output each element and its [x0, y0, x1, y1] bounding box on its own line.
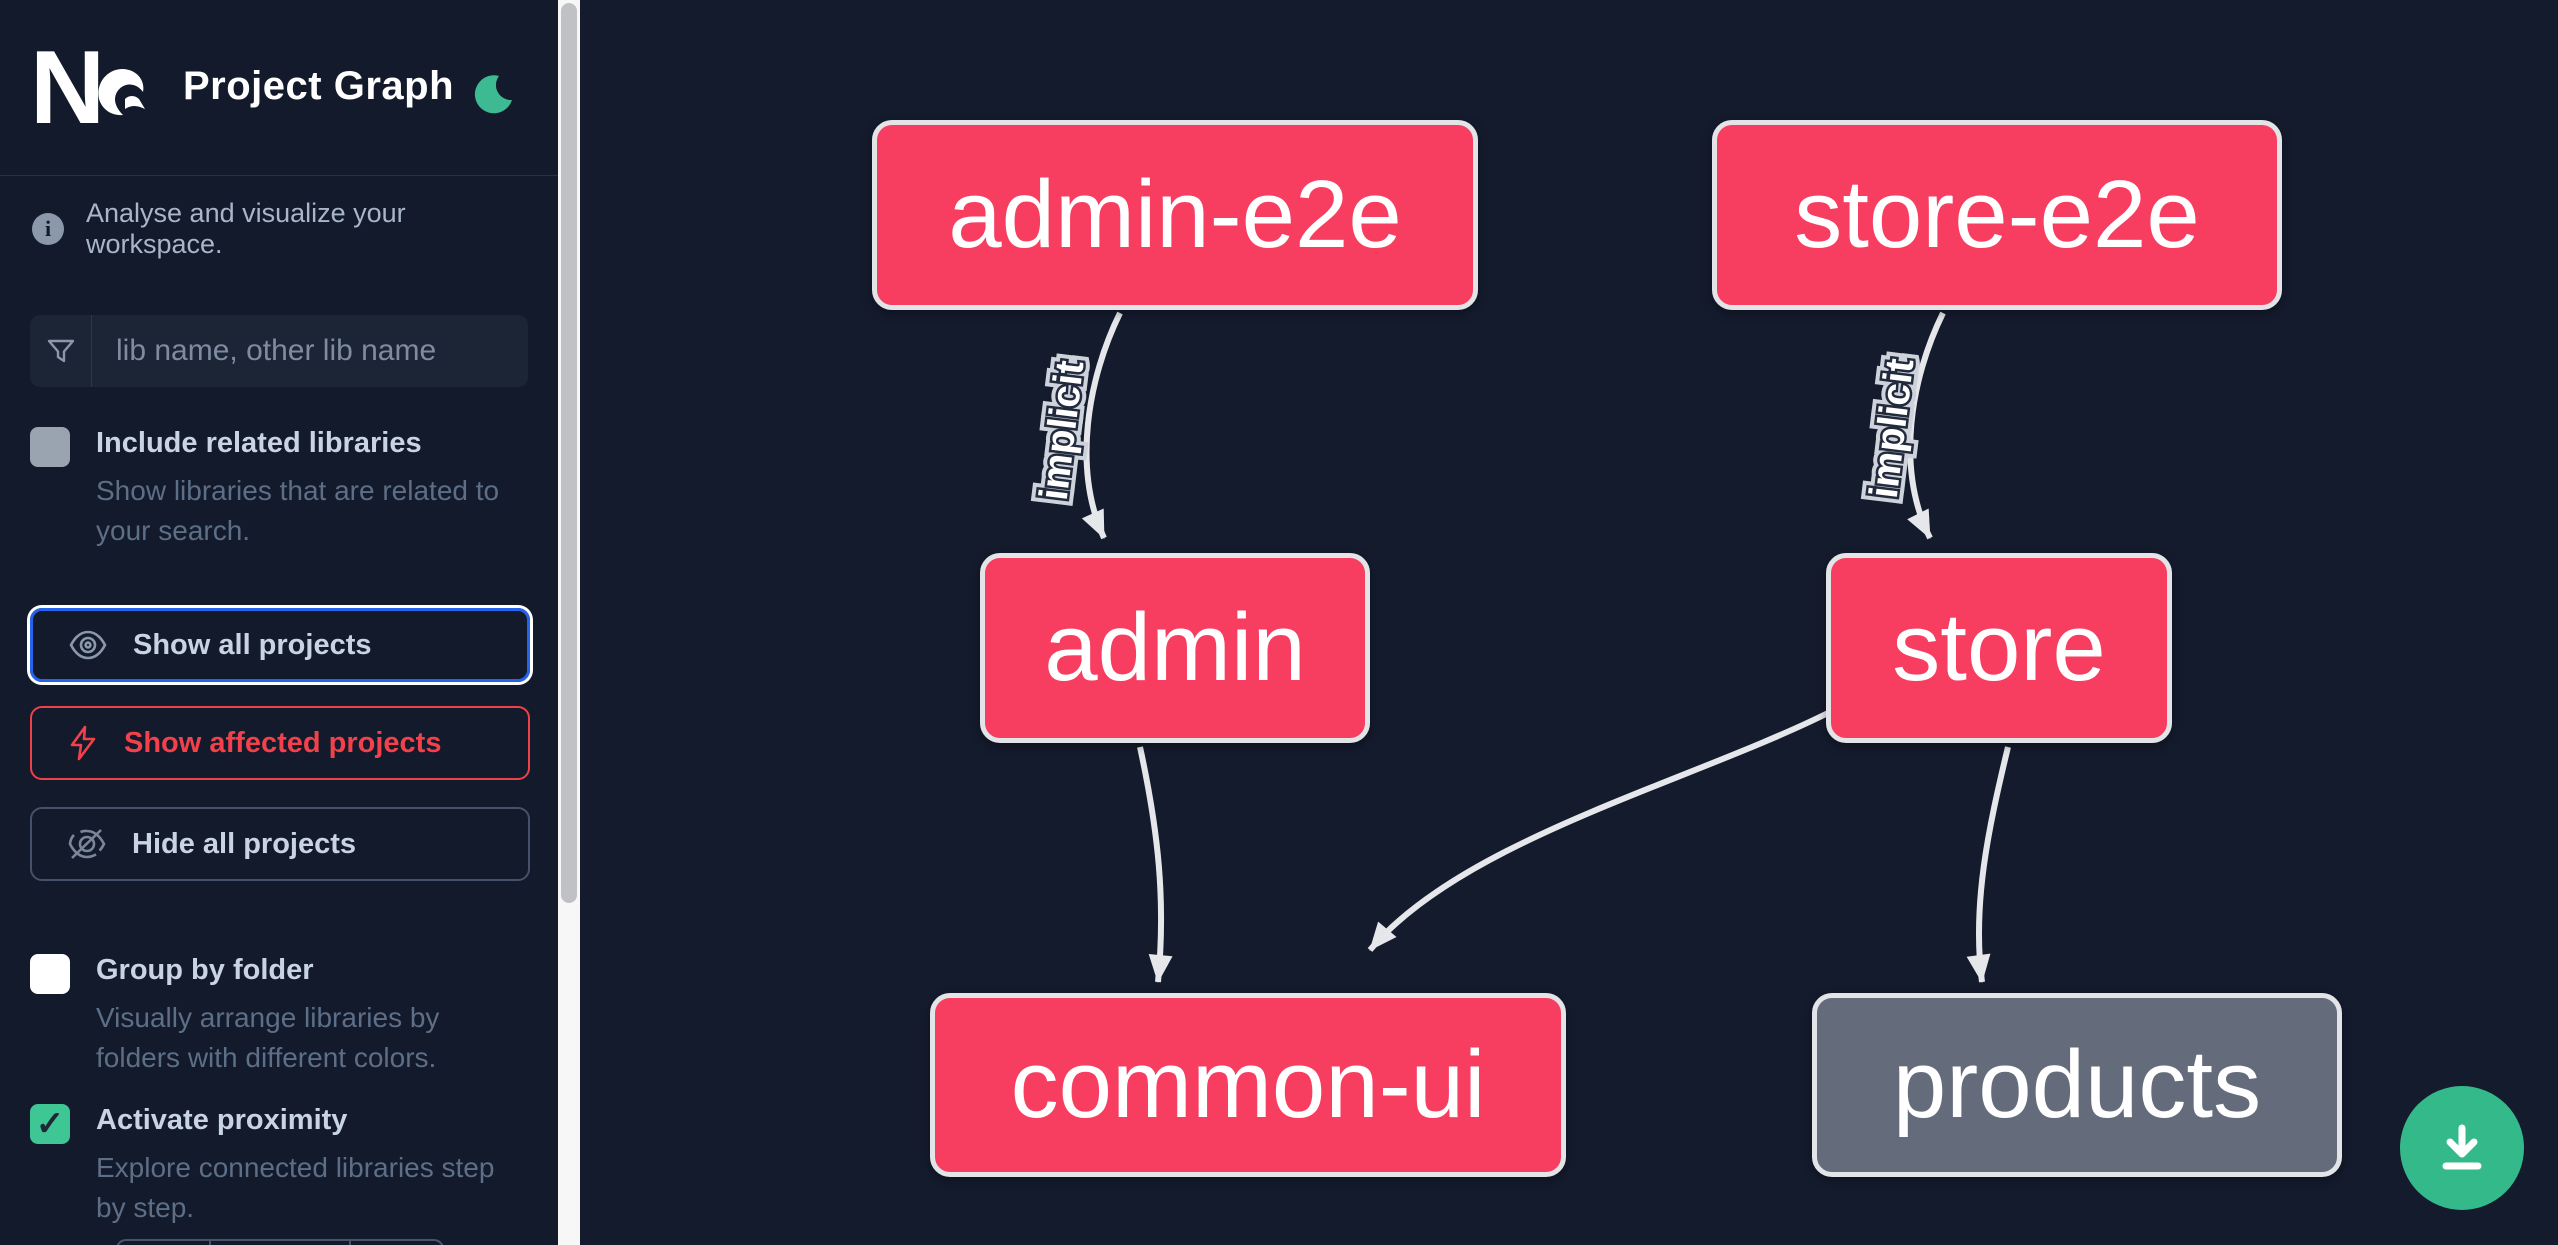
- sidebar-header: N Project Graph: [0, 0, 558, 176]
- eye-icon: [69, 630, 107, 660]
- funnel-icon: [30, 315, 92, 387]
- activate-proximity-checkbox[interactable]: ✓: [30, 1104, 70, 1144]
- download-icon: [2442, 1124, 2482, 1170]
- page-title: Project Graph: [183, 64, 455, 108]
- nx-logo: N: [30, 30, 150, 146]
- theme-toggle-button[interactable]: [466, 70, 518, 122]
- node-label: admin: [1044, 594, 1306, 701]
- show-all-projects-button[interactable]: Show all projects: [30, 608, 530, 682]
- project-node-admin-e2e[interactable]: admin-e2e: [872, 120, 1478, 310]
- nx-logo-letter: N: [30, 30, 105, 146]
- option-description: Show libraries that are related to your …: [96, 474, 500, 547]
- node-label: store-e2e: [1794, 161, 2200, 268]
- eye-off-icon: [68, 829, 106, 859]
- nx-logo-swoosh: [98, 68, 146, 116]
- include-related-checkbox[interactable]: ✓: [30, 427, 70, 467]
- option-label: Include related libraries: [96, 427, 422, 459]
- project-node-common-ui[interactable]: common-ui: [930, 993, 1566, 1177]
- project-node-admin[interactable]: admin: [980, 553, 1370, 743]
- option-description: Explore connected libraries step by step…: [96, 1151, 495, 1224]
- search-input[interactable]: [92, 315, 528, 387]
- search-box: [30, 315, 528, 387]
- group-by-folder-checkbox[interactable]: ✓: [30, 954, 70, 994]
- node-label: admin-e2e: [948, 161, 1402, 268]
- moon-icon: [474, 74, 512, 113]
- stepper-divider: [209, 1241, 211, 1245]
- button-label: Hide all projects: [132, 827, 357, 860]
- tagline-row: i Analyse and visualize your workspace.: [32, 198, 532, 260]
- tagline-text: Analyse and visualize your workspace.: [86, 198, 406, 259]
- button-label: Show affected projects: [124, 726, 442, 759]
- bolt-icon: [70, 725, 96, 761]
- project-node-products[interactable]: products: [1812, 993, 2342, 1177]
- hide-all-projects-button[interactable]: Hide all projects: [30, 807, 530, 881]
- scrollbar-thumb[interactable]: [561, 3, 577, 903]
- option-group-by-folder: ✓ Group by folder Visually arrange libra…: [30, 952, 530, 1079]
- node-label: products: [1892, 1031, 2262, 1138]
- option-description: Visually arrange libraries by folders wi…: [96, 1001, 440, 1074]
- proximity-depth-stepper[interactable]: [116, 1239, 444, 1245]
- download-graph-button[interactable]: [2400, 1086, 2524, 1210]
- show-affected-projects-button[interactable]: Show affected projects: [30, 706, 530, 780]
- stepper-divider: [349, 1241, 351, 1245]
- node-label: common-ui: [1010, 1031, 1486, 1138]
- option-include-related: ✓ Include related libraries Show librari…: [30, 425, 530, 552]
- node-label: store: [1892, 594, 2106, 701]
- project-node-store[interactable]: store: [1826, 553, 2172, 743]
- project-node-store-e2e[interactable]: store-e2e: [1712, 120, 2282, 310]
- option-activate-proximity: ✓ Activate proximity Explore connected l…: [30, 1102, 530, 1229]
- button-label: Show all projects: [133, 628, 372, 661]
- sidebar-scrollbar[interactable]: [558, 0, 580, 1245]
- info-icon: i: [32, 213, 64, 245]
- option-label: Group by folder: [96, 954, 314, 986]
- option-label: Activate proximity: [96, 1104, 348, 1136]
- sidebar: N Project Graph i Analyse and visualize …: [0, 0, 558, 1245]
